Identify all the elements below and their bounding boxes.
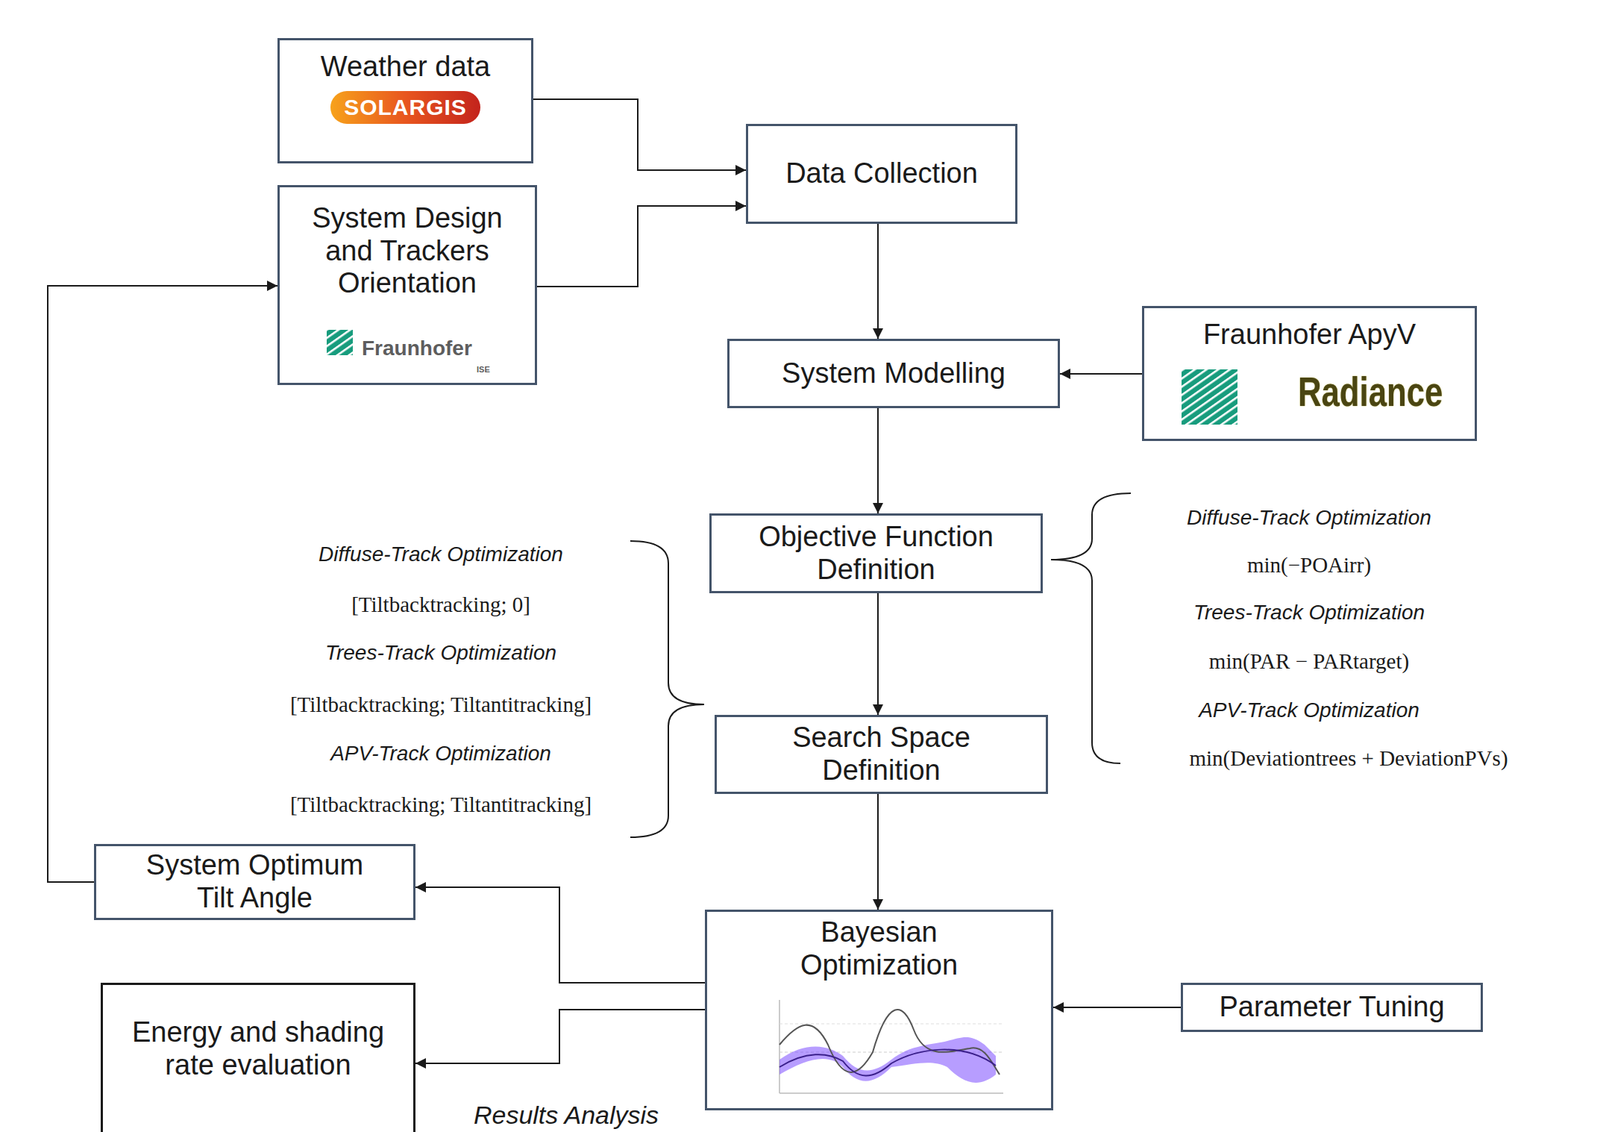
process-box: Objective Function Definition [709, 513, 1043, 594]
section-label: Results Analysis [473, 1100, 659, 1130]
connector-arrow [47, 285, 278, 882]
box-text: Search Space Definition [769, 721, 994, 787]
process-box: Search Space Definition [714, 714, 1049, 794]
output-box: System Optimum Tilt Angle [93, 843, 416, 920]
connector-arrow [1059, 372, 1143, 375]
design-box: System Design and Trackers OrientationFr… [277, 184, 538, 385]
optimizer-box: Bayesian Optimization [704, 909, 1054, 1110]
box-text: Weather data [320, 50, 491, 84]
connector-arrow [415, 1009, 705, 1063]
fraunhofer-icon [326, 329, 353, 356]
connector-arrow [877, 793, 879, 910]
method-label: Trees-Track Optimization [1193, 600, 1425, 625]
connector-arrow [1053, 1006, 1181, 1008]
logo-text: ISE [476, 364, 491, 375]
box-text: System Optimum Tilt Angle [128, 848, 382, 914]
box-text: Energy and shading rate evaluation [116, 1015, 400, 1081]
bracket [630, 540, 705, 837]
brace [1051, 493, 1131, 764]
formula-label: min(Deviationtrees + DeviationPVs) [1188, 745, 1508, 771]
box-text: Objective Function Definition [727, 520, 1026, 586]
formula-label: min(PAR − PARtarget) [1209, 648, 1410, 674]
output-box: Energy and shading rate evaluation [100, 982, 416, 1132]
formula-label: [Tiltbacktracking; Tiltantitracking] [290, 792, 592, 817]
fraunhofer-icon [1181, 369, 1238, 425]
connector-arrow [877, 223, 879, 339]
box-text: Fraunhofer ApyV [1203, 318, 1416, 352]
method-label: Trees-Track Optimization [325, 640, 557, 665]
input-box: Parameter Tuning [1180, 982, 1483, 1032]
tool-box: Fraunhofer ApyV Radiance [1142, 305, 1477, 441]
logo-text: SOLARGIS [330, 91, 481, 125]
box-text: Data Collection [785, 157, 978, 191]
process-box: Data Collection [745, 123, 1018, 224]
logo-text: Fraunhofer [361, 336, 473, 361]
data-source-box: Weather dataSOLARGIS [277, 38, 534, 164]
connector-arrow [877, 593, 879, 715]
method-label: APV-Track Optimization [330, 741, 552, 766]
process-box: System Modelling [727, 338, 1060, 409]
method-label: APV-Track Optimization [1198, 698, 1420, 723]
formula-label: [Tiltbacktracking; 0] [351, 592, 531, 617]
formula-label: min(−POAirr) [1247, 552, 1372, 578]
logo-text: Radiance [1297, 370, 1443, 413]
method-label: Diffuse-Track Optimization [1186, 505, 1432, 530]
gp-chart [779, 999, 1004, 1093]
formula-label: [Tiltbacktracking; Tiltantitracking] [290, 692, 592, 717]
connector-arrow [415, 886, 705, 983]
box-text: Parameter Tuning [1218, 990, 1445, 1024]
method-label: Diffuse-Track Optimization [318, 542, 564, 567]
connector-arrow [877, 408, 879, 514]
box-text: Bayesian Optimization [767, 915, 992, 981]
connector-arrow [533, 99, 746, 171]
connector-arrow [537, 205, 746, 287]
box-text: System Modelling [781, 357, 1006, 391]
box-text: System Design and Trackers Orientation [299, 202, 516, 300]
